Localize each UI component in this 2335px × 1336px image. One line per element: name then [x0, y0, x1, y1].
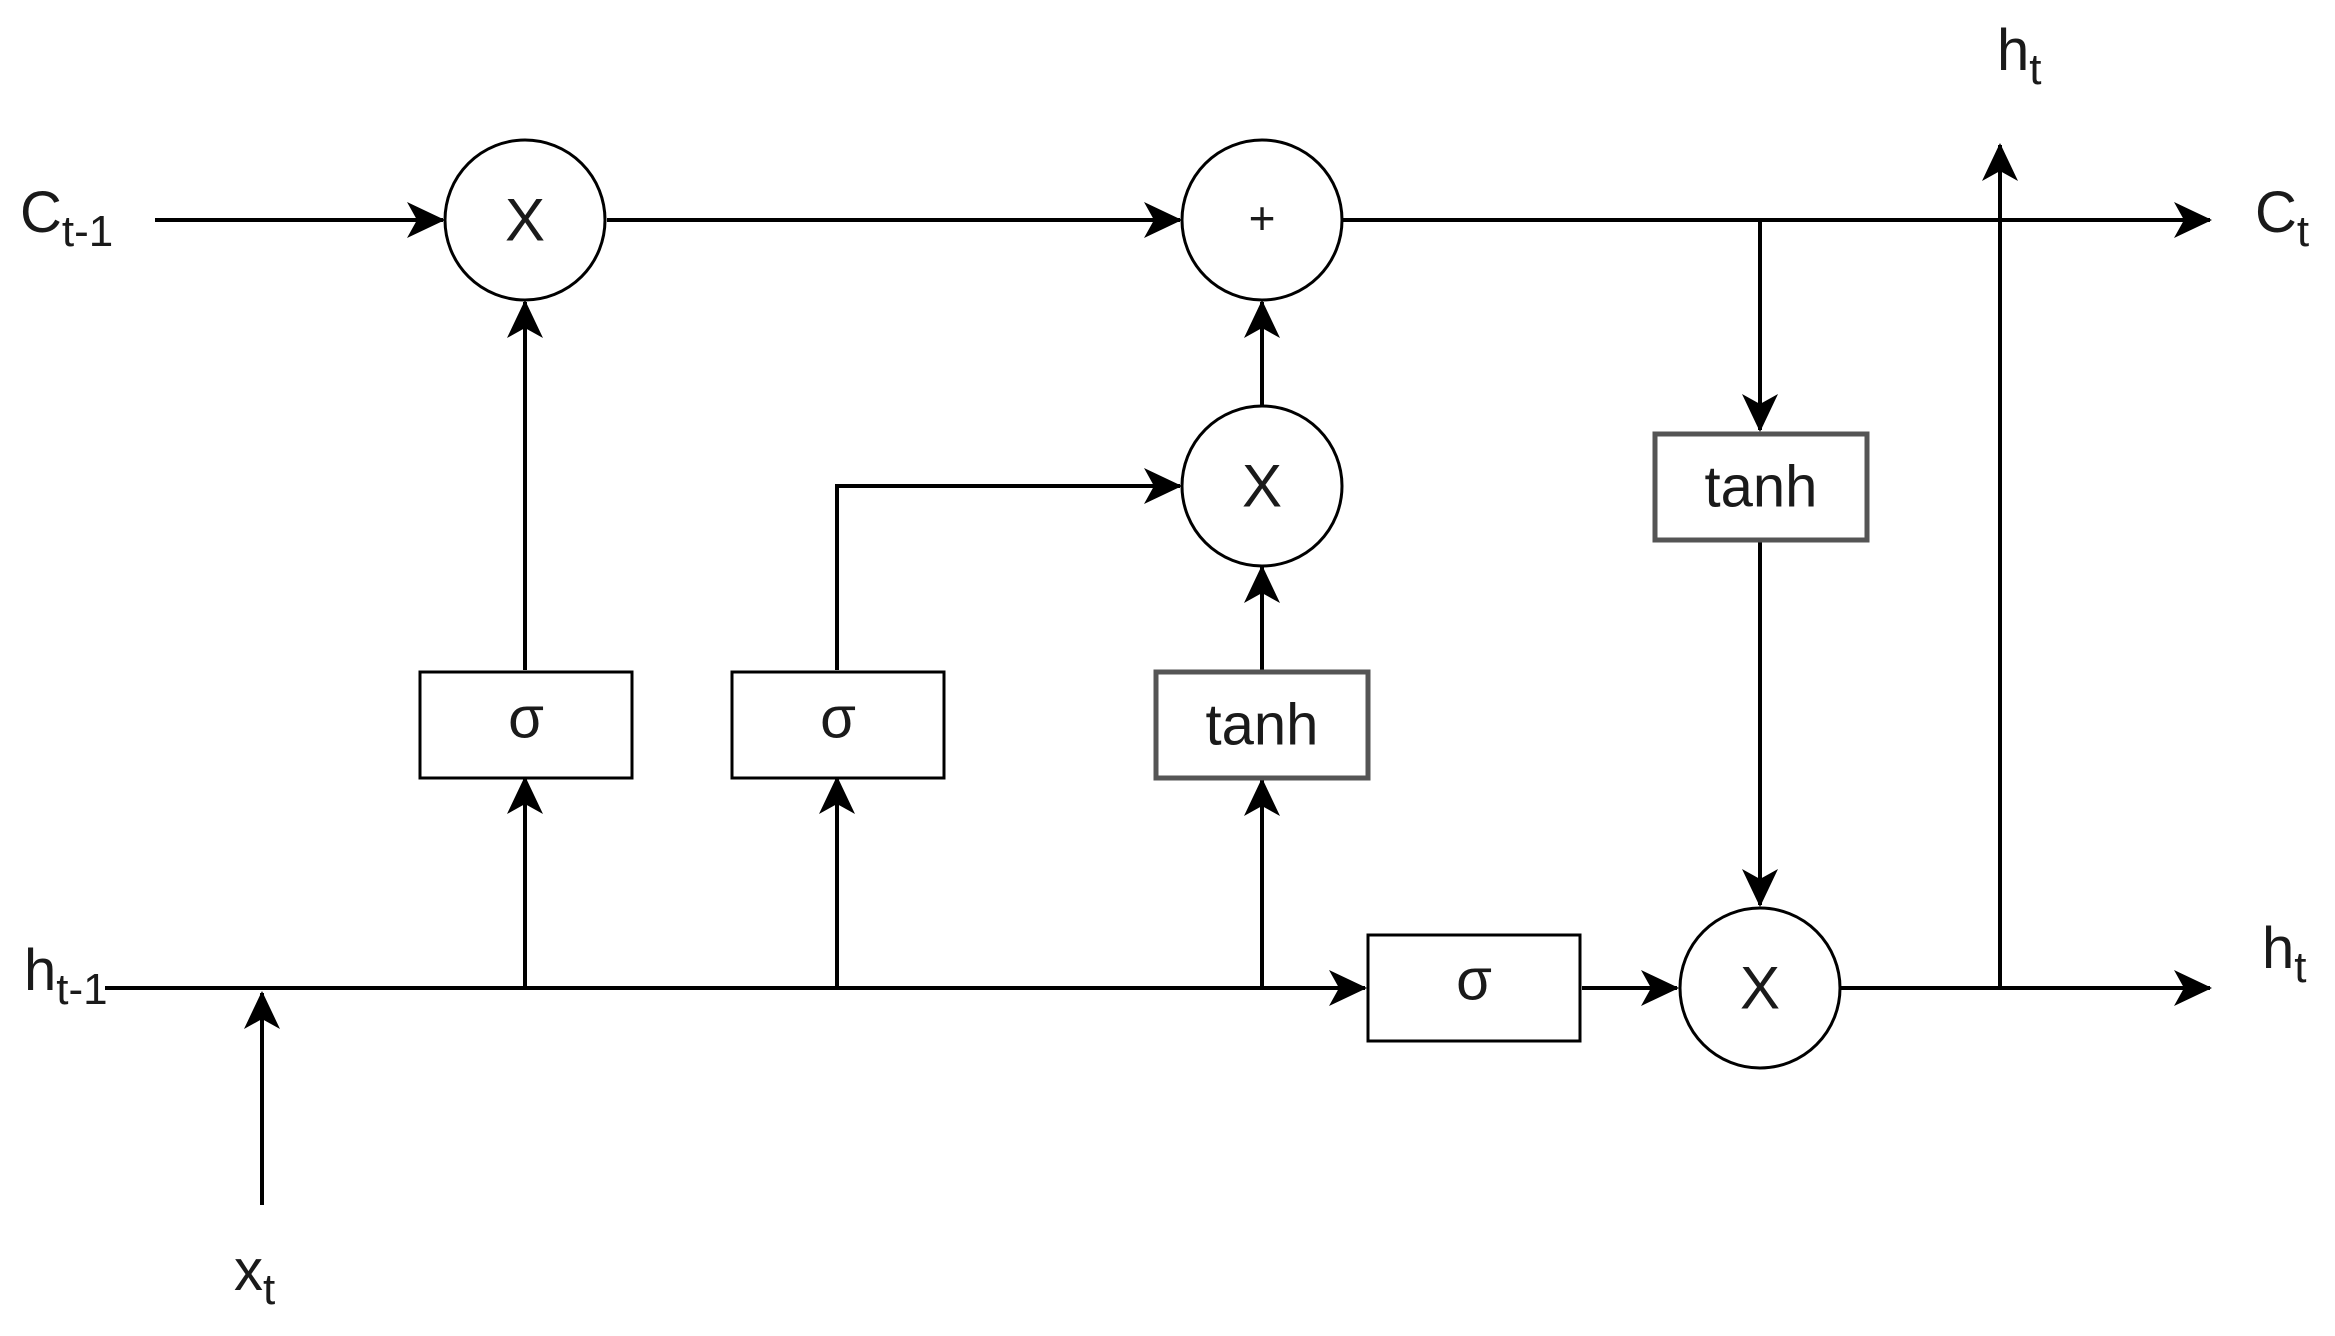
candidate-label: tanh: [1206, 693, 1319, 758]
forget-multiply-node: X: [443, 138, 607, 302]
cell-add-label: +: [1249, 192, 1276, 244]
cell-tanh-label: tanh: [1705, 455, 1818, 520]
wire-input-gate-to-mult: [835, 468, 1182, 670]
output-gate-label: σ: [1456, 948, 1492, 1013]
connections: [105, 143, 2212, 1205]
cell-output-label: Ct: [2255, 180, 2309, 256]
candidate-box: tanh: [1153, 669, 1371, 781]
input-multiply-node: X: [1180, 404, 1344, 568]
input-multiply-label: X: [1242, 453, 1282, 520]
forget-gate-label: σ: [508, 686, 544, 751]
forget-gate-box: σ: [418, 670, 634, 780]
forget-multiply-label: X: [505, 187, 545, 254]
input-gate-box: σ: [730, 670, 946, 780]
hidden-output-right-label: ht: [2262, 916, 2307, 992]
hidden-output-top-label: ht: [1997, 18, 2042, 94]
cell-add-node: +: [1180, 138, 1344, 302]
input-xt-label: xt: [234, 1238, 275, 1314]
input-gate-label: σ: [820, 686, 856, 751]
output-multiply-label: X: [1740, 955, 1780, 1022]
hidden-prev-label: ht-1: [24, 938, 108, 1014]
cell-prev-label: Ct-1: [20, 180, 113, 256]
cell-tanh-box: tanh: [1652, 431, 1870, 543]
output-gate-box: σ: [1366, 933, 1582, 1043]
output-multiply-node: X: [1678, 906, 1842, 1070]
